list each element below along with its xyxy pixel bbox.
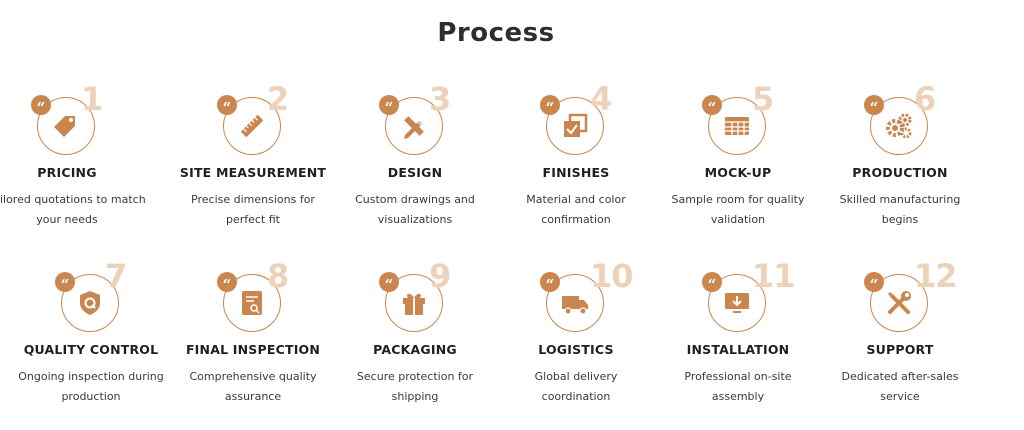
step-label: DESIGN xyxy=(387,165,443,180)
monitor-download-icon xyxy=(722,288,752,318)
process-step-site-measurement: “ 2 SITE MEASUREMENT Precise dimensions … xyxy=(173,83,333,230)
step-number: 1 xyxy=(81,80,103,118)
step-number: 11 xyxy=(752,257,796,295)
step-icon-wrap: “ 1 xyxy=(31,83,103,157)
price-tag-icon xyxy=(51,111,81,141)
step-number: 5 xyxy=(752,80,774,118)
step-icon-wrap: “ 3 xyxy=(379,83,451,157)
quote-badge-icon: “ xyxy=(540,272,560,294)
quote-badge-icon: “ xyxy=(217,95,237,117)
quote-badge-icon: “ xyxy=(379,95,399,117)
step-number: 10 xyxy=(590,257,634,295)
step-icon-wrap: “ 8 xyxy=(217,260,289,334)
step-number: 12 xyxy=(914,257,958,295)
step-number: 2 xyxy=(267,80,289,118)
process-step-final-inspection: “ 8 FINAL INSPECTION Comprehensive quali… xyxy=(173,260,333,407)
gears-icon xyxy=(884,111,914,141)
step-label: PACKAGING xyxy=(373,342,457,357)
quote-badge-icon: “ xyxy=(217,272,237,294)
step-number: 3 xyxy=(429,80,451,118)
process-step-quality-control: “ 7 QUALITY CONTROL Ongoing inspection d… xyxy=(11,260,171,407)
step-label: PRICING xyxy=(37,165,97,180)
step-label: SUPPORT xyxy=(866,342,934,357)
quote-badge-icon: “ xyxy=(864,272,884,294)
step-label: QUALITY CONTROL xyxy=(23,342,159,357)
step-icon-wrap: “ 6 xyxy=(864,83,936,157)
step-icon-wrap: “ 7 xyxy=(55,260,127,334)
pencil-ruler-icon xyxy=(399,111,429,141)
checkbox-layers-icon xyxy=(560,111,590,141)
quote-badge-icon: “ xyxy=(702,95,722,117)
step-number: 4 xyxy=(590,80,612,118)
step-icon-wrap: “ 2 xyxy=(217,83,289,157)
grid-table-icon xyxy=(722,111,752,141)
gift-box-icon xyxy=(399,288,429,318)
quote-badge-icon: “ xyxy=(55,272,75,294)
process-step-pricing: “ 1 PRICING Tailored quotations to match… xyxy=(0,83,147,230)
quote-badge-icon: “ xyxy=(702,272,722,294)
step-number: 9 xyxy=(429,257,451,295)
section-title: Process xyxy=(437,18,555,48)
tools-icon xyxy=(884,288,914,318)
step-icon-wrap: “ 4 xyxy=(540,83,612,157)
step-icon-wrap: “ 9 xyxy=(379,260,451,334)
quote-badge-icon: “ xyxy=(31,95,51,117)
quote-badge-icon: “ xyxy=(864,95,884,117)
step-label: PRODUCTION xyxy=(852,165,948,180)
step-label: FINISHES xyxy=(542,165,610,180)
step-label: FINAL INSPECTION xyxy=(185,342,321,357)
shield-q-icon xyxy=(75,288,105,318)
step-label: INSTALLATION xyxy=(686,342,790,357)
quote-badge-icon: “ xyxy=(379,272,399,294)
step-label: LOGISTICS xyxy=(538,342,614,357)
step-label: MOCK-UP xyxy=(704,165,772,180)
truck-icon xyxy=(560,288,590,318)
step-number: 8 xyxy=(267,257,289,295)
step-label: SITE MEASUREMENT xyxy=(179,165,327,180)
step-icon-wrap: “ 11 xyxy=(702,260,796,334)
step-icon-wrap: “ 10 xyxy=(540,260,634,334)
document-search-icon xyxy=(237,288,267,318)
step-number: 6 xyxy=(914,80,936,118)
step-icon-wrap: “ 12 xyxy=(864,260,958,334)
step-number: 7 xyxy=(105,257,127,295)
step-icon-wrap: “ 5 xyxy=(702,83,774,157)
ruler-icon xyxy=(237,111,267,141)
quote-badge-icon: “ xyxy=(540,95,560,117)
